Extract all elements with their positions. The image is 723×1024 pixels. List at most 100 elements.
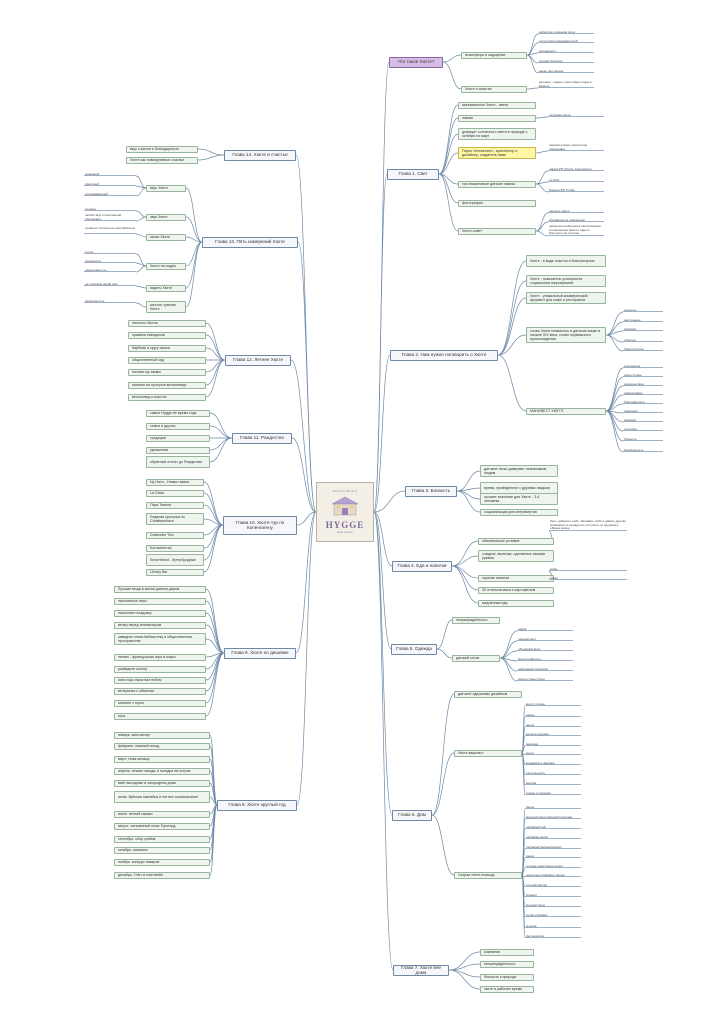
topic-node[interactable]: август: затерянный пляж Торсгорд [114, 822, 210, 830]
topic-node[interactable]: лампы [458, 114, 536, 122]
detail-node[interactable]: вкусный качественный шоколад [525, 815, 581, 820]
topic-node[interactable]: близость к природе [480, 973, 534, 981]
topic-node[interactable]: барбекю в кругу семьи [128, 344, 206, 352]
topic-node[interactable]: заведите книги-библиотеку в общественном… [114, 633, 206, 645]
topic-node[interactable]: горячие напитки [478, 574, 554, 582]
topic-node[interactable]: Хюгге-вышлист [454, 749, 522, 757]
topic-node[interactable]: Library Bar [146, 568, 204, 576]
detail-node[interactable]: теплые шерстяные носки [525, 864, 581, 869]
chapter-node-c9[interactable]: Глава 9. Хюгге по дешевке [224, 647, 296, 659]
detail-node[interactable]: уютная близость [538, 59, 594, 64]
topic-node[interactable]: компания [480, 948, 534, 956]
topic-node[interactable]: La Glace [146, 489, 204, 497]
topic-node[interactable]: Grabrodre Torv [146, 531, 204, 539]
topic-node[interactable]: Поуль Хеннингсен - архитектор и дизайнер… [458, 147, 536, 159]
chapter-node-c1[interactable]: Глава 1. Свет [387, 168, 439, 180]
detail-node[interactable]: какао [549, 576, 627, 581]
chapter-node-c6[interactable]: Глава 6. Дом [392, 809, 432, 821]
chapter-node-c13[interactable]: Глава 13. Пять измерений Хюгге [202, 236, 298, 248]
detail-node[interactable]: знакомый [84, 172, 136, 177]
detail-node[interactable]: искусство создания уюта [538, 30, 594, 35]
chapter-node-c11[interactable]: Глава 11. Рождество [232, 432, 292, 444]
topic-node[interactable]: кино под открытым небом [114, 676, 206, 684]
topic-node[interactable]: непринужденность [480, 960, 534, 968]
topic-node[interactable]: запах Хюгге [146, 233, 186, 241]
detail-node[interactable]: теплый свитер [525, 883, 581, 888]
topic-node[interactable]: датский стиль [452, 654, 500, 662]
topic-node[interactable]: Хюгге - уникальный коммерческий аргумент… [526, 292, 606, 304]
topic-node[interactable]: апрель: пешие походы и поездка на остров [114, 767, 210, 775]
topic-node[interactable]: Kornsdoernej [146, 544, 204, 552]
detail-node[interactable]: не слишком яркий свет [84, 282, 136, 287]
detail-node[interactable]: датчане - самые счастливые люди в Европе [538, 80, 594, 89]
topic-node[interactable]: Smorrebrod - бутербродные [146, 554, 204, 566]
topic-node[interactable]: самое Hygge-ёе время года [146, 409, 210, 417]
topic-node[interactable]: Парк Тиволи [146, 501, 204, 509]
chapter-node-c10[interactable]: Глава 10. Хюгге-тур по Копенгагену [223, 515, 297, 535]
detail-node[interactable]: джем [525, 854, 581, 859]
topic-node[interactable]: октябрь: каштаны [114, 846, 210, 854]
detail-node[interactable]: тактильность [525, 771, 581, 776]
topic-node[interactable]: фотография [458, 199, 536, 207]
topic-node[interactable]: семья и друзья [146, 422, 210, 430]
topic-node[interactable]: Хюгге и счастье [461, 85, 527, 93]
detail-node[interactable]: ручка и бумага [525, 913, 581, 918]
detail-node[interactable]: блокнот [525, 893, 581, 898]
chapter-node-c3[interactable]: Глава 3. Близость [405, 485, 457, 497]
detail-node[interactable]: какао при свечах [538, 69, 594, 74]
topic-node[interactable]: правила пикадилов [128, 331, 206, 339]
chapter-node-c2[interactable]: Глава 2. Нам нужно поговорить о Хюгге [390, 349, 498, 361]
detail-node[interactable]: комфорт [623, 327, 663, 332]
topic-node[interactable]: Скорая хюгге-помощь [454, 871, 522, 879]
detail-node[interactable]: шероховатость [84, 268, 136, 273]
topic-node[interactable]: датчане легко доверяют незнакомым людям [480, 465, 558, 477]
detail-node[interactable]: близость [623, 437, 663, 442]
topic-node[interactable]: катание на прогулки велосипеде [128, 381, 206, 389]
detail-node[interactable]: быть добрым к себе, баловать себя и дава… [549, 519, 627, 532]
topic-node[interactable]: 30 оттенков мяса с картофелем [478, 586, 554, 594]
detail-node[interactable]: любимый чай [525, 825, 581, 830]
topic-node[interactable]: хюгге в рабочее время [480, 985, 534, 993]
topic-node[interactable]: Ледяная прогулка по Christianshavn [146, 513, 204, 525]
detail-node[interactable]: отсутствие раздражителей [538, 39, 594, 44]
topic-node[interactable]: Ny Havn - Новая гавань [146, 478, 204, 486]
topic-node[interactable]: обратный отсчет до Рождества [146, 456, 210, 468]
topic-node[interactable]: ноябрь: конкурс поваров [114, 858, 210, 866]
detail-node[interactable]: безопасность [84, 299, 136, 304]
detail-node[interactable]: объемный верх [517, 647, 573, 652]
detail-node[interactable]: благополучие [623, 347, 663, 352]
detail-node[interactable]: место уголка [525, 702, 581, 707]
topic-node[interactable]: настольные игры [114, 597, 206, 605]
topic-node[interactable]: лучшее значение для Хюгге - 3-4 человека [480, 493, 558, 505]
topic-node[interactable]: сладкое, выпечка, сделанные своими рукам… [478, 550, 554, 562]
topic-node[interactable]: вкус к жизни и благодарность [126, 145, 198, 153]
topic-node[interactable]: июль: летний гамаки [114, 810, 210, 818]
topic-node[interactable]: июнь: буйская наклейка и летнее сосиисин… [114, 791, 210, 803]
detail-node[interactable]: кофе [549, 567, 627, 572]
topic-node[interactable]: велосипед и счастье [128, 393, 206, 401]
topic-node[interactable]: Хюгге - показатель успешности социальных… [526, 275, 606, 287]
topic-node[interactable]: петанк - французская игра в шары [114, 653, 206, 661]
detail-node[interactable]: черный цвет [517, 637, 573, 642]
topic-node[interactable]: время, проведенное с другими людьми [480, 482, 558, 494]
detail-node[interactable]: винтаж [525, 781, 581, 786]
topic-node[interactable]: видеть Хюгге [146, 284, 186, 292]
detail-node[interactable]: небрежная прическа [517, 667, 573, 672]
detail-node[interactable]: шарф [517, 627, 573, 632]
detail-node[interactable]: безопасность [623, 448, 663, 453]
topic-node[interactable]: датчане одержимы дизайном [454, 690, 522, 698]
topic-node[interactable]: обязательное условие [478, 537, 554, 545]
detail-node[interactable]: музыка [525, 924, 581, 929]
detail-node[interactable]: хорошее [623, 308, 663, 313]
detail-node[interactable]: свечи [525, 805, 581, 810]
detail-node[interactable]: Le Klint [548, 178, 604, 183]
detail-node[interactable]: любимый фильм/сериал [525, 845, 581, 850]
topic-node[interactable]: общественный сад [128, 356, 206, 364]
topic-node[interactable]: Хюгге на ощупь [146, 262, 186, 270]
detail-node[interactable]: комфорт [623, 418, 663, 423]
detail-node[interactable]: тишина [84, 207, 136, 212]
topic-node[interactable]: медленная еда [478, 599, 554, 607]
topic-node[interactable]: социализация для интровертов [480, 508, 558, 516]
chapter-node-c8[interactable]: Глава 8. Хюгге круглый год [217, 799, 297, 811]
detail-node[interactable]: уютный плед [525, 903, 581, 908]
